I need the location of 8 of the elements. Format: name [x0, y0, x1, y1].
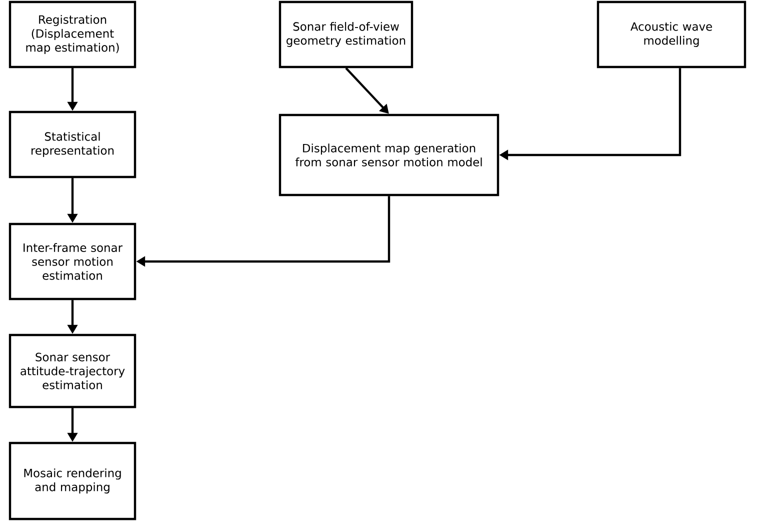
process-box: Statistical representation: [8, 110, 136, 178]
process-box: Sonar field-of-view geometry estimation: [278, 0, 414, 68]
process-box: Registration (Displacement map estimation): [8, 0, 136, 68]
process-box: Sonar sensor attitude-trajectory estimation: [8, 334, 136, 408]
process-box: Mosaic rendering and mapping: [8, 442, 136, 520]
process-box: Inter-frame sonar sensor motion estimation: [8, 222, 136, 300]
process-box: Displacement map generation from sonar sensor motion model: [278, 114, 500, 196]
process-box: Acoustic wave modelling: [596, 0, 746, 68]
